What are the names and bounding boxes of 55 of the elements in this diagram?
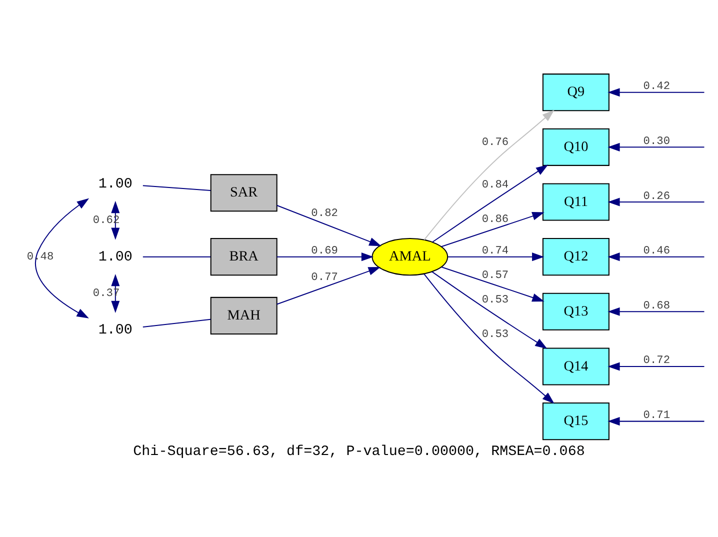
edge-label: 0.69 [311, 246, 338, 258]
node-ellipse: AMAL [372, 238, 448, 276]
arrow [441, 266, 544, 302]
edge-label: 0.53 [482, 294, 509, 306]
edge-label: 0.76 [482, 136, 509, 149]
edge-label: 0.77 [311, 272, 338, 284]
node-box: Q9 [542, 74, 610, 112]
edge-label: 0.72 [643, 355, 670, 368]
node-text: 1.00 [98, 250, 132, 266]
arrow [608, 142, 704, 152]
arrow [441, 212, 544, 248]
edge-label: 0.68 [643, 300, 670, 312]
connector [142, 185, 211, 192]
arrow [276, 266, 381, 305]
edge-label: 0.53 [482, 328, 509, 341]
node-box: Q10 [542, 128, 610, 166]
arrow [448, 252, 544, 262]
arrow [608, 252, 704, 262]
node-text: 1.00 [98, 322, 132, 339]
edge-label: 0.57 [482, 270, 509, 282]
connector [142, 256, 211, 258]
node-box: Q12 [542, 238, 610, 276]
arrow [608, 307, 704, 316]
node-box: SAR [210, 174, 278, 212]
edge-label: 0.74 [482, 246, 509, 258]
arrow [276, 252, 374, 262]
node-box: BRA [210, 238, 278, 276]
arrow [608, 198, 704, 206]
arrow [608, 417, 704, 426]
edge-label: 0.71 [643, 410, 670, 422]
edge-label: 0.46 [643, 246, 670, 258]
edge-label: 0.86 [482, 214, 509, 226]
node-text: 1.00 [98, 176, 132, 192]
edge-label: 0.26 [643, 190, 670, 203]
arrow [35, 198, 90, 318]
arrow [424, 274, 554, 404]
arrow [608, 88, 704, 97]
connector [142, 318, 211, 328]
edge-label: 0.42 [643, 81, 670, 94]
edge-label: 0.84 [482, 180, 509, 192]
node-box: Q13 [542, 292, 610, 330]
arrow [111, 274, 120, 314]
arrow [432, 271, 548, 349]
edge-label: 0.30 [643, 136, 670, 148]
arrow [608, 362, 704, 371]
edge-label: 0.82 [311, 208, 338, 220]
node-box: Q14 [542, 348, 610, 386]
node-box: Q11 [542, 183, 610, 221]
arrow [276, 204, 382, 246]
arrow [111, 200, 120, 240]
arrow [432, 164, 548, 243]
caption: Chi-Square=56.63, df=32, P-value=0.00000, RMSEA=0.068 [133, 444, 585, 460]
node-box: MAH [210, 296, 278, 334]
node-box: Q15 [542, 402, 610, 440]
arrow [424, 110, 554, 240]
